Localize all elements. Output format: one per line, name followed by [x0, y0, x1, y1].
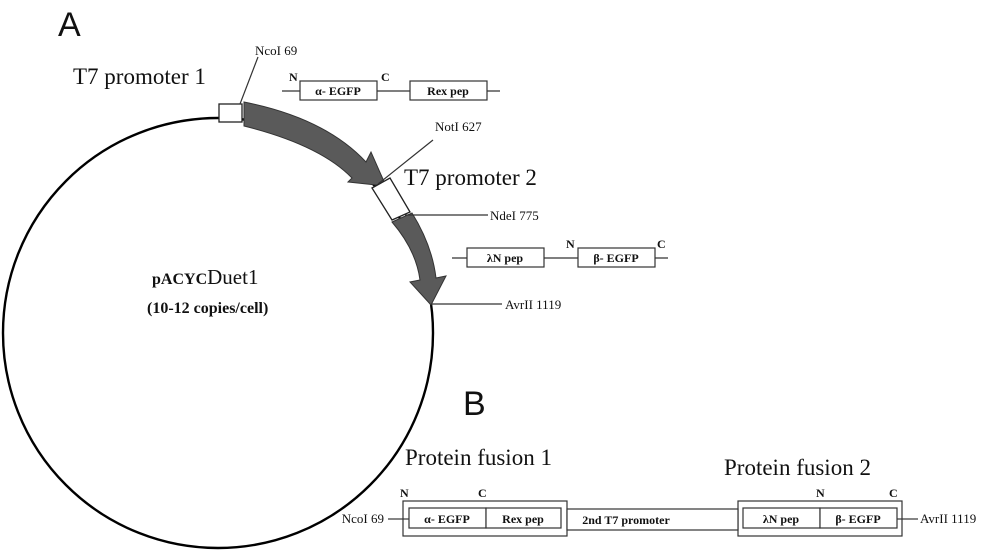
fusion-box-label-5: β- EGFP: [835, 512, 880, 526]
construct-1: α- EGFP Rex pep N C: [282, 70, 500, 101]
fusion-2-n-terminus: N: [816, 486, 825, 500]
protein-fusion-2-label: Protein fusion 2: [724, 455, 871, 480]
fusion-box-label-1: α- EGFP: [424, 512, 470, 526]
fusion-left-site-label: NcoI 69: [342, 511, 384, 526]
gene-arrow-1: [243, 101, 387, 187]
plasmid-copies: (10-12 copies/cell): [147, 300, 268, 317]
plasmid-circle: [1, 116, 435, 550]
t7-promoter-2-label: T7 promoter 2: [404, 165, 537, 190]
avrii-site-label: AvrII 1119: [505, 297, 561, 312]
fusion-right-site-label: AvrII 1119: [920, 511, 976, 526]
fusion-1-c-terminus: C: [478, 486, 487, 500]
panel-b: Protein fusion 1 Protein fusion 2 α- EGF…: [342, 445, 976, 537]
t7-promoter-2-block: [371, 177, 411, 221]
plasmid-name-prefix: pACYC: [152, 271, 207, 288]
t7-promoter-1-block: [218, 103, 243, 123]
construct-2-box-2-label: β- EGFP: [593, 251, 638, 265]
fusion-box-label-3: 2nd T7 promoter: [582, 513, 670, 527]
fusion-box-label-4: λN pep: [763, 512, 800, 526]
fusion-1-box-rex-pep: [485, 507, 562, 529]
construct-2-c-terminus: C: [657, 237, 666, 251]
noti-site-label: NotI 627: [435, 119, 482, 134]
plasmid-name: pACYCDuet1: [152, 265, 258, 289]
construct-1-c-terminus: C: [381, 70, 390, 84]
construct-2-n-terminus: N: [566, 237, 575, 251]
ncoi-site-line: [239, 56, 259, 105]
noti-site-line: [377, 139, 434, 185]
construct-1-n-terminus: N: [289, 70, 298, 84]
second-t7-promoter-box: [566, 508, 739, 531]
construct-1-box-2: [409, 80, 488, 101]
plasmid-name-suffix: Duet1: [207, 265, 258, 289]
construct-2-box-2: [577, 247, 656, 268]
fusion-2-c-terminus: C: [889, 486, 898, 500]
construct-2: λN pep β- EGFP N C: [452, 237, 668, 268]
fusion-box-label-2: Rex pep: [502, 512, 544, 526]
gene-arrow-2: [391, 212, 447, 306]
protein-fusion-1-label: Protein fusion 1: [405, 445, 552, 470]
construct-1-box-1-label: α- EGFP: [315, 84, 361, 98]
panel-label-b: B: [463, 385, 486, 423]
ndei-site-label: NdeI 775: [490, 208, 539, 223]
fusion-1-n-terminus: N: [400, 486, 409, 500]
fusion-2-box-beta-egfp: [819, 507, 898, 529]
ncoi-site-label: NcoI 69: [255, 43, 297, 58]
panel-label-a: A: [58, 6, 81, 44]
t7-promoter-1-label: T7 promoter 1: [73, 64, 206, 89]
construct-1-box-2-label: Rex pep: [427, 84, 469, 98]
construct-2-box-1: [466, 247, 545, 268]
construct-2-box-1-label: λN pep: [487, 251, 524, 265]
construct-1-box-1: [299, 80, 378, 101]
